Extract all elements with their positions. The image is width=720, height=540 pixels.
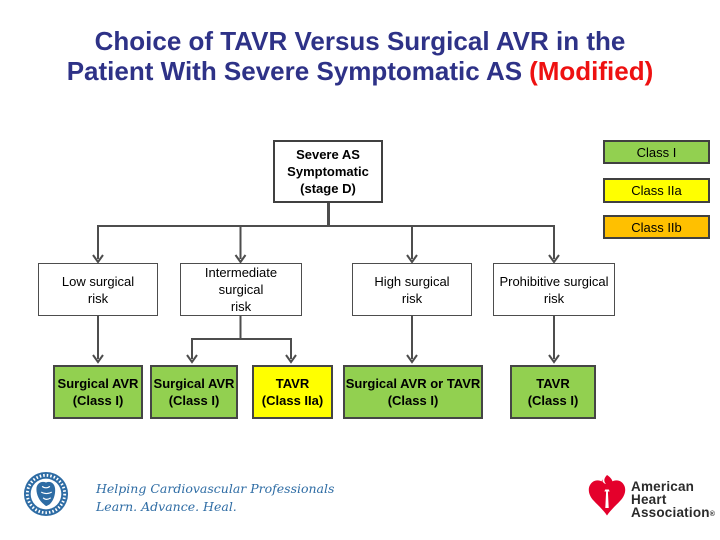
node-prohibitive-surgical-risk: Prohibitive surgical risk: [493, 263, 615, 316]
arrowhead-icon: [234, 254, 247, 264]
arrowhead-icon: [406, 254, 418, 264]
arrowhead-icon: [92, 354, 104, 364]
arrowhead-icon: [406, 354, 418, 364]
connector-lines: [92, 203, 560, 364]
node-severe-as-symptomatic: Severe AS Symptomatic (stage D): [273, 140, 383, 203]
acc-seal-heart-detail: [40, 485, 53, 500]
arrowhead-icon: [548, 354, 560, 364]
connector-level1-rail: [97, 225, 555, 259]
arrowhead-icon: [285, 354, 297, 364]
arrowhead-icon: [186, 354, 198, 364]
node-outcome-surgical-avr-low: Surgical AVR (Class I): [53, 365, 143, 419]
page-title-line1-text: Choice of TAVR Versus Surgical AVR in th…: [94, 26, 626, 56]
node-low-surgical-risk: Low surgical risk: [38, 263, 158, 316]
aha-wordmark: American Heart Association®: [631, 480, 715, 521]
node-outcome-tavr-iia: TAVR (Class IIa): [252, 365, 333, 419]
acc-seal-lettering-ring: [25, 473, 67, 515]
page-title-line2: Patient With Severe Symptomatic AS(Modif…: [0, 56, 720, 86]
aha-heart-torch-icon: [588, 475, 626, 516]
legend-class-iia: Class IIa: [603, 178, 710, 203]
acc-tagline: Helping Cardiovascular Professionals Lea…: [96, 480, 356, 516]
node-intermediate-surgical-risk: Intermediate surgical risk: [180, 263, 302, 316]
node-high-surgical-risk: High surgical risk: [352, 263, 472, 316]
legend-class-iib: Class IIb: [603, 215, 710, 239]
node-outcome-tavr-i: TAVR (Class I): [510, 365, 596, 419]
page-title-line2-text: Patient With Severe Symptomatic AS: [66, 56, 523, 86]
node-outcome-surgical-avr-intermediate: Surgical AVR (Class I): [150, 365, 238, 419]
connector-intermediate-rail: [191, 338, 292, 359]
registered-mark: ®: [709, 511, 716, 518]
acc-seal-icon: [23, 471, 69, 517]
acc-tagline-line1: Helping Cardiovascular Professionals: [96, 481, 335, 496]
aha-wordmark-line2: Heart: [631, 492, 667, 507]
aha-flame-shape: [601, 475, 613, 488]
aha-wordmark-line1: American: [631, 479, 695, 494]
arrowhead-icon: [92, 254, 104, 264]
page-title: Choice of TAVR Versus Surgical AVR in th…: [0, 26, 720, 86]
acc-tagline-line2: Learn. Advance. Heal.: [96, 499, 237, 514]
arrowhead-icon: [548, 254, 560, 264]
aha-wordmark-line3: Association®: [631, 506, 715, 521]
page-title-modified-text: (Modified): [529, 56, 654, 86]
aha-torch-handle: [604, 489, 610, 508]
aha-wordmark-line3-text: Association: [631, 505, 710, 520]
page-title-line1: Choice of TAVR Versus Surgical AVR in th…: [0, 26, 720, 56]
legend-class-i: Class I: [603, 140, 710, 164]
node-outcome-surgical-avr-or-tavr: Surgical AVR or TAVR (Class I): [343, 365, 483, 419]
